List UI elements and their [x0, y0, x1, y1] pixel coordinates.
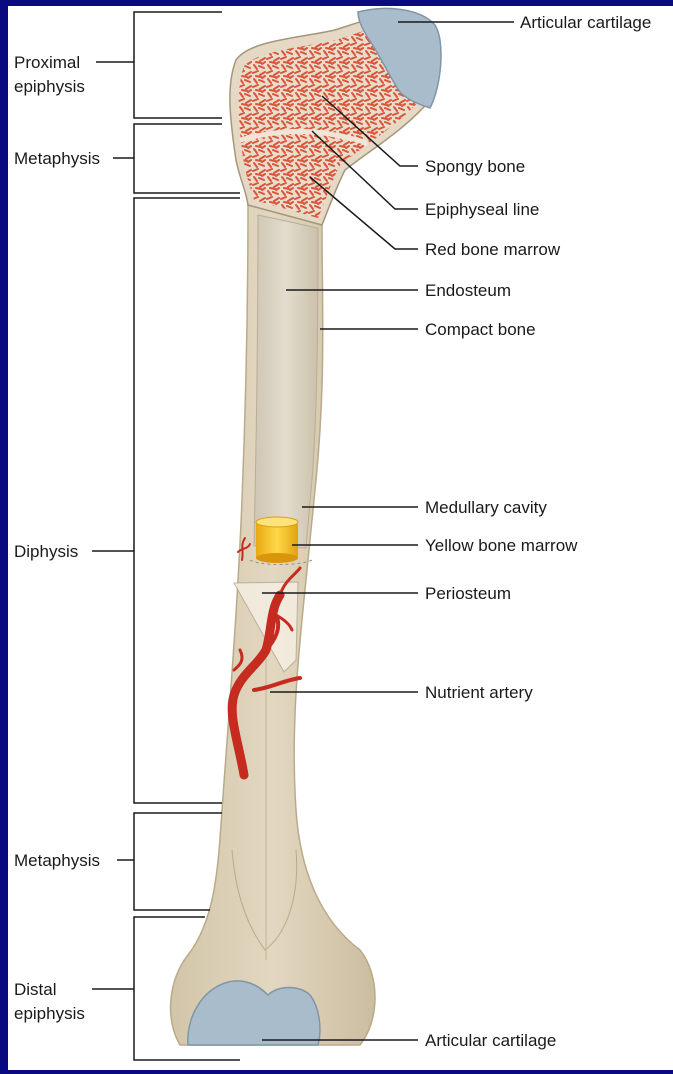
bracket-proximal-epiphysis — [134, 12, 222, 118]
label-epiphyseal-line: Epiphyseal line — [425, 200, 539, 219]
left-labels: Proximal epiphysis Metaphysis Diphysis M… — [14, 53, 100, 1023]
label-proximal-epiphysis-1: Proximal — [14, 53, 80, 72]
label-distal-epiphysis-2: epiphysis — [14, 1004, 85, 1023]
label-nutrient-artery: Nutrient artery — [425, 683, 533, 702]
label-medullary-cavity: Medullary cavity — [425, 498, 547, 517]
label-metaphysis-top: Metaphysis — [14, 149, 100, 168]
bracket-metaphysis-bottom — [134, 813, 222, 910]
bracket-metaphysis-top — [134, 124, 240, 193]
label-distal-epiphysis-1: Distal — [14, 980, 57, 999]
label-red-bone-marrow: Red bone marrow — [425, 240, 561, 259]
label-periosteum: Periosteum — [425, 584, 511, 603]
label-proximal-epiphysis-2: epiphysis — [14, 77, 85, 96]
label-metaphysis-bottom: Metaphysis — [14, 851, 100, 870]
right-labels: Articular cartilage Spongy bone Epiphyse… — [425, 13, 651, 1050]
bracket-diaphysis — [134, 198, 240, 803]
label-articular-cartilage-top: Articular cartilage — [520, 13, 651, 32]
bone-shape — [171, 8, 441, 1045]
label-yellow-bone-marrow: Yellow bone marrow — [425, 536, 578, 555]
label-spongy-bone: Spongy bone — [425, 157, 525, 176]
label-articular-cartilage-bottom: Articular cartilage — [425, 1031, 556, 1050]
label-diaphysis: Diphysis — [14, 542, 78, 561]
label-compact-bone: Compact bone — [425, 320, 536, 339]
medullary-cavity-shape — [254, 215, 318, 548]
label-endosteum: Endosteum — [425, 281, 511, 300]
